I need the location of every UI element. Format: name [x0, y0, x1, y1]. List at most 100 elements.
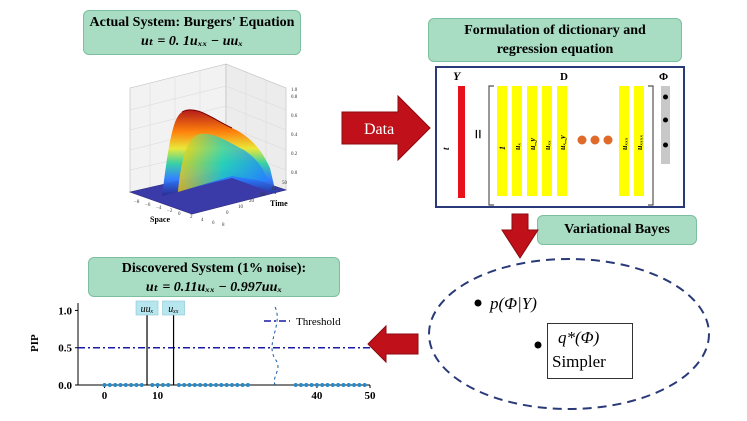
pip-point — [320, 383, 325, 387]
pip-point — [160, 383, 165, 387]
dictionary-term-label: uₓ — [513, 143, 522, 150]
pip-point — [219, 383, 224, 387]
surface-y-tick: 10 — [238, 205, 244, 210]
pip-point — [240, 383, 245, 387]
pip-point — [229, 383, 234, 387]
surface-y-tick: 30 — [260, 193, 266, 198]
surface-y-tick: 40 — [271, 187, 277, 192]
down-arrow — [501, 213, 539, 259]
dictionary-term-label: uₓₓ — [543, 140, 552, 150]
discovered-system-title-box: Discovered System (1% noise): uₜ = 0.11u… — [88, 257, 340, 297]
formulation-title-line1: Formulation of dictionary and — [464, 23, 646, 38]
annotation-box — [135, 300, 159, 316]
posterior-dot — [474, 299, 482, 307]
x-tick-label: 50 — [365, 390, 377, 402]
surface-y-label: Time — [270, 199, 288, 208]
x-tick-label: 40 — [311, 390, 323, 402]
annotation-box — [162, 300, 185, 316]
surface-x-tick: −6 — [145, 203, 151, 208]
surface-z-tick: 0.4 — [291, 133, 298, 138]
pip-point — [139, 383, 144, 387]
y-vector-bar — [458, 86, 465, 198]
surface-x-tick: −4 — [156, 206, 162, 211]
surface-y-tick: 50 — [282, 181, 288, 186]
legend-threshold-label: Threshold — [296, 316, 341, 328]
y-axis-label: PIP — [29, 334, 41, 352]
pip-point — [352, 383, 357, 387]
discovered-system-equation: uₜ = 0.11uₓₓ − 0.997uuₓ — [145, 280, 283, 295]
annotation-label: uuₓ — [141, 304, 154, 315]
formulation-title-box: Formulation of dictionary and regression… — [428, 18, 682, 62]
surface-y-tick: 20 — [249, 199, 255, 204]
phi-dot — [663, 94, 668, 100]
pip-point — [314, 383, 319, 387]
surface-z-tick: 0.2 — [291, 152, 298, 157]
data-arrow-label: Data — [364, 121, 394, 138]
pip-point — [336, 383, 341, 387]
pip-point — [341, 383, 346, 387]
surface-x-tick: −2 — [167, 209, 173, 214]
pip-point — [129, 383, 134, 387]
pip-point — [325, 383, 330, 387]
pip-point — [304, 383, 309, 387]
pip-point — [245, 383, 250, 387]
variational-ellipse — [428, 258, 710, 410]
pip-point — [102, 383, 107, 387]
y-vector-label: Y — [453, 69, 462, 83]
approx-caption: Simpler — [552, 352, 606, 371]
pip-point — [293, 383, 298, 387]
dictionary-column — [634, 86, 644, 196]
t-label: t — [441, 147, 451, 150]
dictionary-column — [512, 86, 522, 196]
surface-z-tick: 1.0 — [291, 88, 298, 93]
pip-point — [357, 383, 362, 387]
pip-point — [192, 383, 197, 387]
pip-point — [123, 383, 128, 387]
approx-dot — [534, 341, 542, 349]
discovered-system-title: Discovered System (1% noise): — [121, 261, 307, 276]
surface-x-label: Space — [150, 215, 170, 224]
pip-point — [298, 383, 303, 387]
pip-chart: PIP 0.0 0.5 1.0 0 10 40 50 Threshold uuₓ uₓₓ — [29, 300, 377, 402]
dictionary-term-label: uₓ_y — [558, 135, 567, 150]
pip-point — [330, 383, 335, 387]
dictionary-column — [619, 86, 629, 196]
x-tick-label: 10 — [152, 390, 164, 402]
x-tick-label: 0 — [102, 390, 108, 402]
dictionary-term-label: uₓₓₓₓ — [635, 134, 644, 150]
y-tick-label: 0.5 — [58, 343, 72, 355]
surface-x-tick: 8 — [222, 223, 225, 228]
pip-point — [150, 383, 155, 387]
formulation-title-line2: regression equation — [496, 42, 614, 57]
approx-box: q*(Φ) Simpler — [547, 323, 633, 379]
left-arrow — [367, 324, 419, 364]
phi-dot — [663, 142, 668, 148]
variational-bayes-title: Variational Bayes — [537, 215, 697, 245]
phi-dot — [663, 117, 668, 123]
dictionary-term-label: u_y — [528, 138, 537, 150]
phi-vector-bar — [661, 86, 670, 164]
surface-x-tick: 2 — [190, 215, 193, 220]
approx-label: q*(Φ) — [558, 328, 600, 347]
actual-system-equation: uₜ = 0. 1uₓₓ − uuₓ — [140, 34, 244, 49]
dictionary-label: D — [560, 71, 568, 83]
actual-system-title-box: Actual System: Burgers' Equation uₜ = 0.… — [83, 10, 301, 55]
y-tick-label: 0.0 — [58, 380, 72, 392]
data-arrow: Data — [341, 94, 431, 162]
dictionary-column — [497, 86, 507, 196]
pip-point — [187, 383, 192, 387]
pip-point — [166, 383, 171, 387]
surface-z-tick: 0.6 — [291, 114, 298, 119]
annotation-label: uₓₓ — [168, 304, 179, 315]
posterior-label: p(Φ|Y) — [489, 294, 537, 313]
pip-point — [113, 383, 118, 387]
pip-point — [346, 383, 351, 387]
surface-x-tick: −8 — [134, 200, 140, 205]
pip-point — [198, 383, 203, 387]
pip-point — [235, 383, 240, 387]
surface-x-tick: 6 — [212, 221, 215, 226]
y-tick-label: 1.0 — [58, 305, 72, 317]
surface-z-tick: 0.8 — [291, 95, 298, 100]
